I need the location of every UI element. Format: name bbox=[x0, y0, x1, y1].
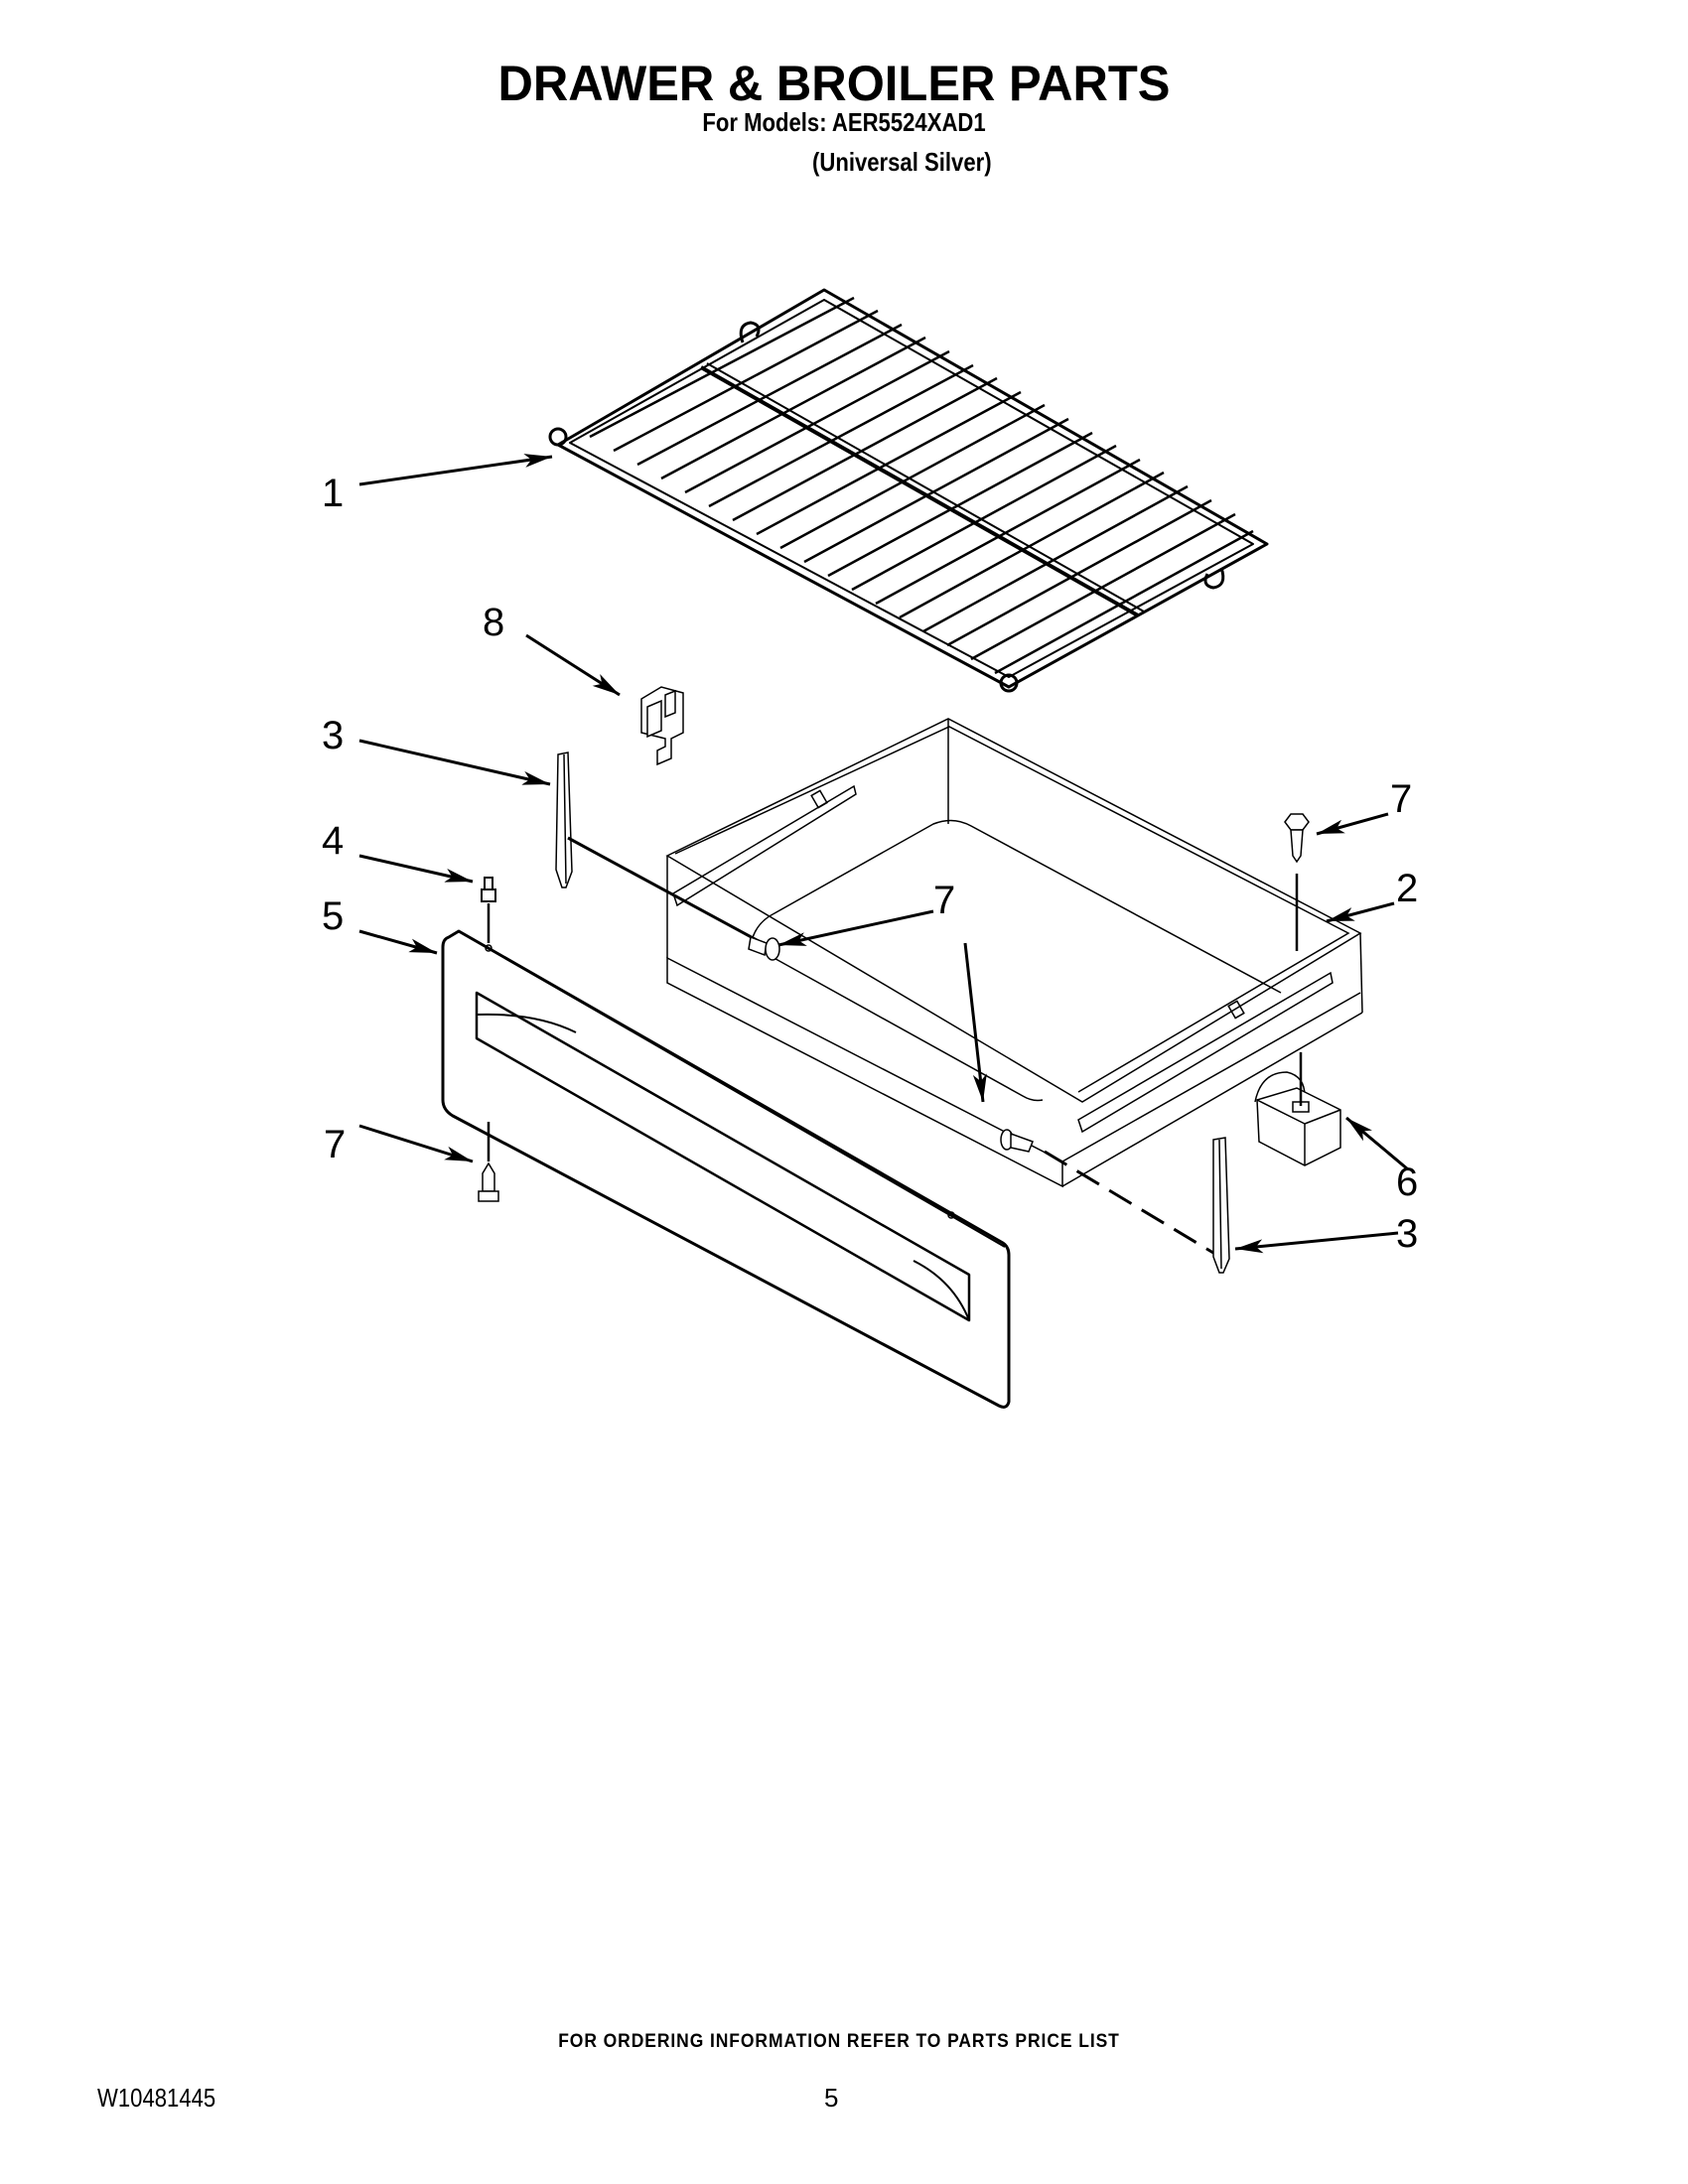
callout-4: 4 bbox=[322, 819, 344, 863]
callout-1: 1 bbox=[322, 472, 344, 515]
callout-8: 8 bbox=[483, 601, 504, 644]
drawer-slide-right bbox=[1212, 1137, 1230, 1274]
callout-3-left: 3 bbox=[322, 714, 344, 757]
document-number: W10481445 bbox=[97, 2083, 216, 2113]
oven-rack bbox=[548, 288, 1269, 693]
drawer-slide-left bbox=[555, 751, 573, 888]
callout-7-panel: 7 bbox=[324, 1123, 346, 1166]
dashed-guide-line bbox=[1044, 1150, 1214, 1255]
drawer-front-panel bbox=[441, 929, 1011, 1409]
drawer-body bbox=[665, 718, 1363, 1188]
screw-top-right bbox=[1284, 813, 1310, 951]
screw-drawer-front bbox=[1000, 1129, 1034, 1153]
callout-6: 6 bbox=[1396, 1160, 1418, 1204]
callout-arrows bbox=[358, 454, 1409, 1254]
page-title: DRAWER & BROILER PARTS bbox=[497, 56, 1171, 111]
models-line: For Models: AER5524XAD1 bbox=[702, 107, 986, 137]
callout-7-top-right: 7 bbox=[1390, 777, 1412, 821]
color-line: (Universal Silver) bbox=[812, 147, 992, 177]
ordering-note: FOR ORDERING INFORMATION REFER TO PARTS … bbox=[558, 2031, 1120, 2052]
callout-7-drawer: 7 bbox=[933, 879, 955, 922]
bracket-part-6 bbox=[1254, 1052, 1341, 1166]
stud-part-4 bbox=[481, 877, 496, 943]
callout-3-right: 3 bbox=[1396, 1212, 1418, 1256]
page-number: 5 bbox=[824, 2083, 839, 2113]
callout-2: 2 bbox=[1396, 867, 1418, 910]
bracket-part-8 bbox=[640, 686, 684, 766]
callout-5: 5 bbox=[322, 894, 344, 938]
screw-front-panel bbox=[478, 1122, 499, 1202]
guide-line bbox=[567, 836, 760, 943]
screw-drawer-side bbox=[748, 935, 780, 961]
